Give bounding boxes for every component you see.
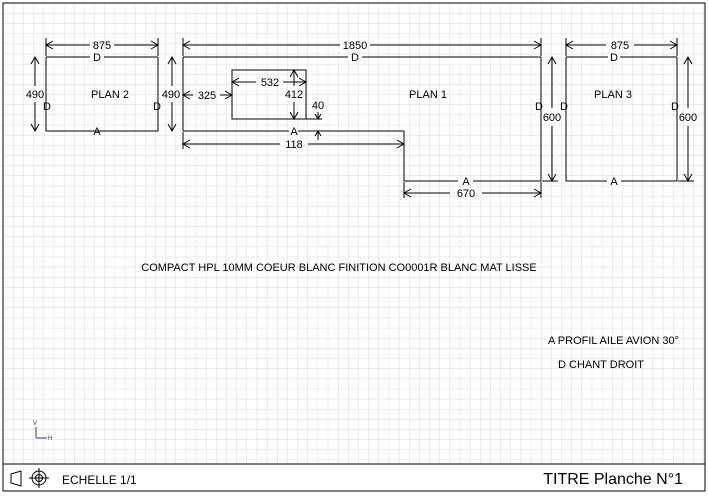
plan-1-left-height-label: 490 [162, 89, 180, 101]
legend-d: D CHANT DROIT [558, 359, 644, 371]
plan-1-step-width-label: 118 [285, 139, 303, 151]
plan-3-bottom-edge: A [610, 176, 618, 188]
plan-1-cutout-width-label: 532 [261, 77, 279, 89]
plan-2 [30, 38, 160, 133]
plan-3 [564, 38, 694, 183]
plan-1-title: PLAN 1 [409, 89, 447, 101]
scale-label: ECHELLE 1/1 [62, 473, 137, 487]
plan-1-bottom-left-edge: A [290, 126, 298, 138]
sheet-title: TITRE Planche N°1 [543, 471, 683, 488]
plan-3-top-edge: D [610, 52, 618, 64]
projection-symbol-icon [10, 468, 49, 488]
plan-2-right-edge: D [153, 101, 161, 113]
plan-1-offset-x-label: 325 [198, 90, 216, 102]
plan-2-top-edge: D [93, 52, 101, 64]
plan-3-width-label: 875 [611, 40, 629, 52]
sheet-frame [2, 2, 706, 492]
axis-v-label: V [33, 421, 37, 427]
plan-3-height-label: 600 [679, 112, 697, 124]
axis-indicator-icon [35, 427, 47, 439]
plan-1 [167, 38, 558, 198]
plan-2-left-edge: D [43, 101, 51, 113]
material-note: COMPACT HPL 10MM COEUR BLANC FINITION CO… [141, 262, 536, 274]
plan-1-right-edge: D [535, 101, 543, 113]
plan-2-width-label: 875 [93, 40, 111, 52]
plan-3-left-edge: D [560, 101, 568, 113]
plan-1-offset-y-label: 40 [312, 100, 324, 112]
plan-1-top-edge: D [351, 52, 359, 64]
plan-3-right-edge: D [671, 101, 679, 113]
plan-1-width-label: 1850 [343, 40, 367, 52]
plan-1-cutout-height-label: 412 [285, 89, 303, 101]
plan-1-bottom-right-edge: A [462, 176, 470, 188]
grid-background [3, 3, 705, 464]
legend-a: A PROFIL AILE AVION 30° [548, 335, 679, 347]
plan-2-height-label: 490 [26, 89, 44, 101]
plan-2-title: PLAN 2 [91, 89, 129, 101]
plan-1-step-bottom-width-label: 670 [457, 188, 475, 200]
plan-1-right-height-label: 600 [543, 112, 561, 124]
plan-2-bottom-edge: A [93, 126, 101, 138]
axis-h-label: H [48, 436, 52, 442]
plan-3-title: PLAN 3 [594, 89, 632, 101]
